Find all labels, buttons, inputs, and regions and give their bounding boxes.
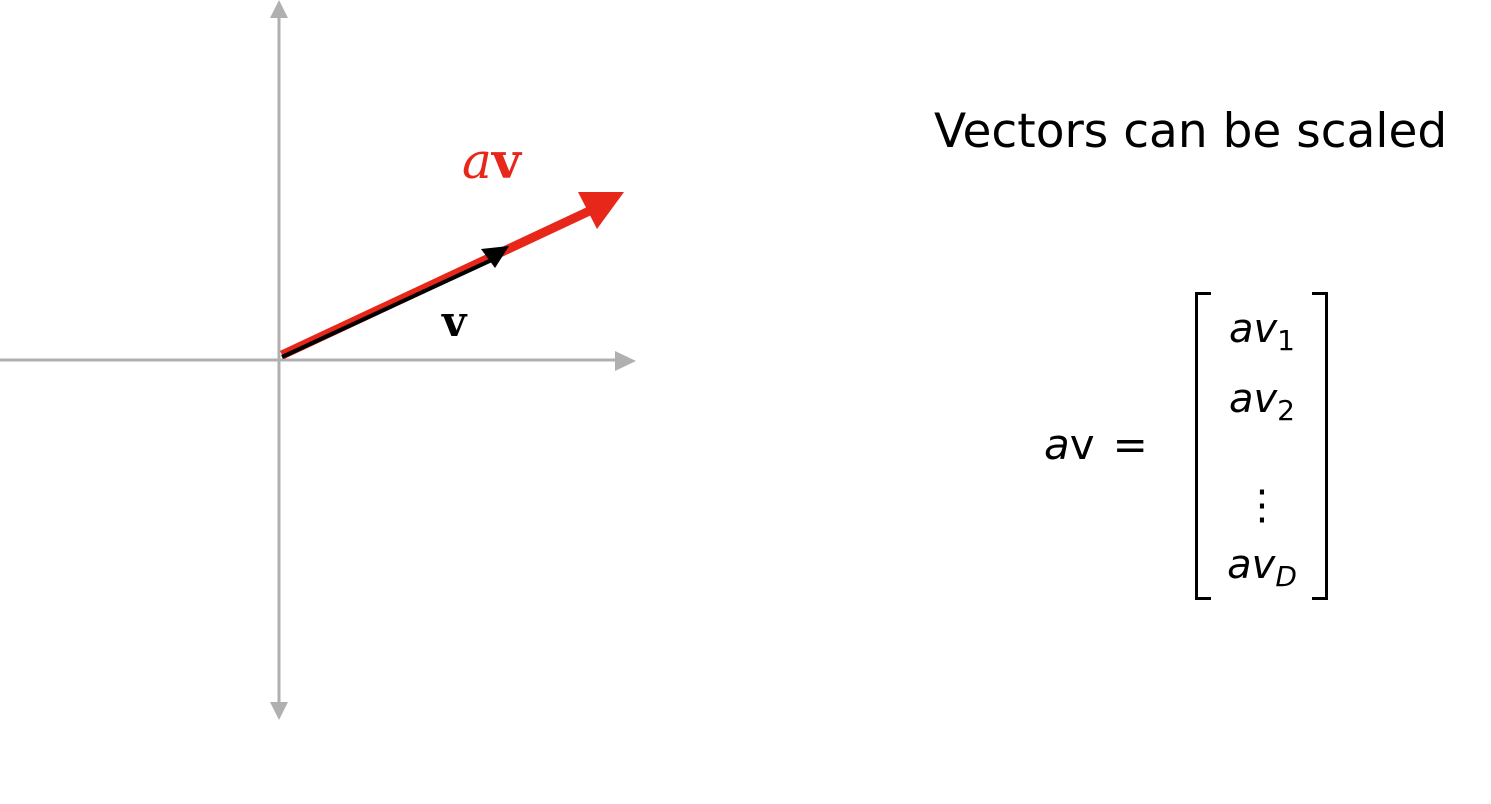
scaled-vector-arrow [280,192,624,360]
left-bracket [1195,292,1211,600]
vector-label: v [441,297,468,346]
lhs-vector: v [1069,420,1095,469]
vector-diagram: av v [0,0,636,720]
scaled-vector-label: av [462,131,523,190]
entry-base: av [1228,306,1278,352]
equals-sign: = [1112,420,1148,469]
entry-subscript: D [1275,560,1297,593]
entry-base: av [1228,376,1278,422]
vector-arrow [281,246,509,359]
entry-base: av [1227,542,1276,588]
x-axis [0,351,636,371]
heading: Vectors can be scaled [934,104,1448,159]
vertical-ellipsis: · · · [1255,470,1269,544]
entry-subscript: 1 [1277,324,1295,357]
matrix-entry-2: av2 [1212,376,1312,427]
x-axis-arrowhead [615,351,636,371]
equation-lhs: av = [1044,420,1148,469]
lhs-scalar: a [1044,420,1070,469]
y-axis-bottom-arrowhead [270,702,288,720]
matrix-entry-1: av1 [1212,306,1312,357]
scaled-vector-arrowhead [578,192,624,229]
right-bracket [1312,292,1328,600]
y-axis-top-arrowhead [270,0,288,18]
y-axis [270,0,288,720]
matrix-entry-d: avD [1212,542,1312,593]
vector-arrowhead [481,246,509,268]
entry-subscript: 2 [1277,394,1295,427]
scaling-equation: av= av1 av2 · · · ⋮ avD [1040,290,1340,610]
